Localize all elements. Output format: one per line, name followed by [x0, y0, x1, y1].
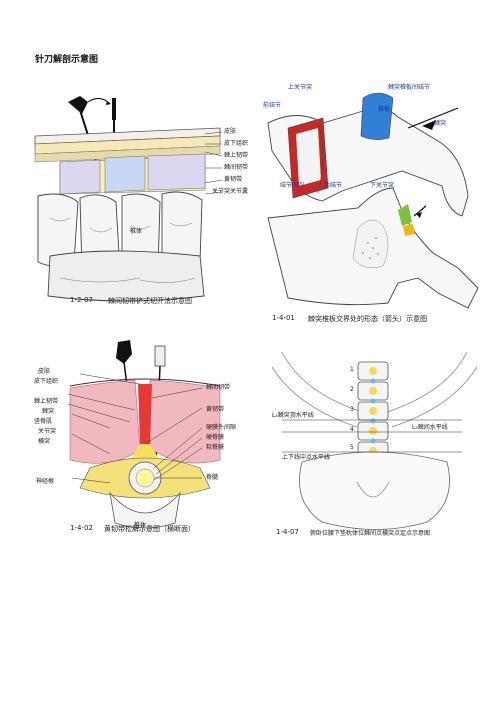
- figure-spinous-lamina-junction: 上关节突 棘突椎板间结节 前结节 椎板 棘突 结节间沟 后结节 下关节突 1-4…: [258, 78, 483, 328]
- label-inferior-articular: 下关节突: [370, 182, 395, 189]
- spine-number-2: 2: [350, 386, 354, 393]
- label-intertubercular-groove: 结节间沟: [280, 182, 305, 189]
- label-lamina: 椎板: [378, 106, 391, 113]
- label-l4-spinous-line: L₄棘突顶水平线: [272, 412, 314, 419]
- figure-1-caption-number: 1-2-07: [70, 296, 93, 304]
- label-interspinous: 棘间韧带: [206, 384, 231, 391]
- spine-number-4: 4: [350, 426, 354, 433]
- label-spinous: 棘突: [42, 408, 55, 415]
- spine-number-5: 5: [350, 444, 354, 451]
- figure-interspinous-incision: 皮肤 皮下组织 棘上韧带 棘间韧带 黄韧带 关节突关节囊 椎体 1-2-07 棘…: [30, 88, 255, 308]
- label-spinous: 棘突: [434, 120, 447, 127]
- label-spinal-cord: 脊髓: [206, 474, 219, 481]
- label-anterior-tubercle: 前结节: [263, 102, 282, 109]
- page-title: 针刀解剖示意图: [35, 55, 99, 65]
- label-superior-articular: 上关节突: [288, 84, 313, 91]
- figure-3-illustration: [67, 340, 221, 529]
- label-posterior-tubercle: 后结节: [324, 182, 343, 189]
- upper-vertebra-drawing: [267, 92, 469, 217]
- label-flavum: 黄韧带: [206, 406, 225, 413]
- label-vertebral-body: 椎体: [130, 228, 143, 235]
- figure-3-caption: 黄韧带松解示意图（横断面）: [104, 525, 195, 533]
- label-facet: 关节突: [38, 428, 57, 435]
- label-interspinous-ligament: 棘间韧带: [224, 164, 249, 171]
- label-epidural-space: 硬膜外间隙: [206, 424, 237, 431]
- label-supraspinous: 棘上韧带: [34, 398, 59, 405]
- figure-3-caption-number: 1-4-02: [70, 524, 93, 532]
- figure-2-illustration: [267, 92, 479, 309]
- figure-4-caption: 俯卧位腰下垫枕体位棘间点横突点定点示意图: [310, 530, 431, 537]
- figure-4-illustration: [271, 351, 478, 530]
- label-erector-spinae: 竖脊肌: [34, 418, 53, 425]
- figure-2-caption-number: 1-4-01: [272, 314, 295, 322]
- label-skin: 皮肤: [224, 128, 237, 135]
- label-midpoint-line: 上下线中点水平线: [282, 454, 331, 461]
- spine-number-1: 1: [350, 366, 354, 373]
- label-interspinous-junction: 棘突椎板间结节: [388, 84, 431, 91]
- label-pia-mater: 软脊膜: [206, 444, 225, 451]
- figure-1-caption: 棘间韧带铲式切开法示意图: [108, 297, 192, 305]
- label-skin: 皮肤: [38, 368, 51, 375]
- spine-number-3: 3: [350, 406, 354, 413]
- label-dura-mater: 硬脊膜: [206, 434, 225, 441]
- label-vertebral-body: 椎体: [134, 522, 147, 529]
- figure-1-illustration: [34, 96, 223, 302]
- label-nerve-root: 神经根: [36, 478, 55, 485]
- label-subcutaneous: 皮下组织: [34, 378, 59, 385]
- label-supraspinous-ligament: 棘上韧带: [224, 152, 249, 159]
- figure-prone-positioning: 1 2 3 4 5 L₄棘突顶水平线 L₃棘间水平线 上下线中点水平线 1-4-…: [262, 342, 487, 542]
- figure-flavum-release: 皮肤 皮下组织 棘上韧带 棘突 竖脊肌 关节突 横突 神经根 棘间韧带 黄韧带 …: [30, 338, 255, 540]
- figure-4-caption-number: 1-4-07: [276, 528, 299, 536]
- label-transverse: 横突: [38, 438, 51, 445]
- label-ligamentum-flavum: 黄韧带: [224, 176, 243, 183]
- label-facet-capsule: 关节突关节囊: [212, 188, 249, 195]
- label-subcutaneous: 皮下组织: [224, 140, 249, 147]
- figure-2-caption: 棘突椎板交界处的形态（箭头）示意图: [308, 315, 427, 323]
- label-l3-interspinous-line: L₃棘间水平线: [412, 424, 448, 431]
